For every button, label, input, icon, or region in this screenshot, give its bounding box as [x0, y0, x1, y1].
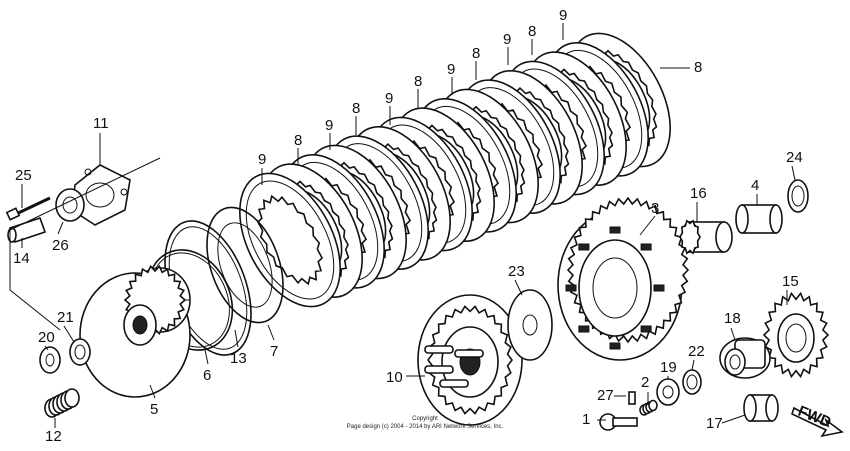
part-15-gear	[762, 291, 830, 379]
part-label-25: 25	[15, 167, 32, 184]
part-22-washer	[682, 369, 702, 395]
part-1-bolt	[599, 413, 638, 431]
part-label-9e: 9	[503, 31, 511, 48]
part-label-8c: 8	[414, 73, 422, 90]
leader-frame	[9, 157, 161, 331]
fwd-label: FWD	[796, 403, 834, 432]
part-19-nut	[656, 378, 680, 406]
part-18-unit	[719, 337, 771, 379]
part-14-rod	[7, 216, 47, 244]
part-label-9b: 9	[325, 117, 333, 134]
friction-disc	[239, 172, 341, 308]
part-20-bearing	[39, 346, 61, 374]
clutch-plate-stack	[239, 32, 671, 308]
part-label-26: 26	[52, 237, 69, 254]
part-label-6: 6	[203, 367, 211, 384]
part-label-7: 7	[270, 343, 278, 360]
part-label-22: 22	[688, 343, 705, 360]
part-label-10: 10	[386, 369, 403, 386]
part-3-clutch-outer	[557, 196, 690, 361]
part-label-24: 24	[786, 149, 803, 166]
part-label-23: 23	[508, 263, 525, 280]
part-2-spring	[639, 399, 658, 416]
part-label-9f: 9	[559, 7, 567, 24]
part-label-11: 11	[93, 115, 109, 132]
part-12-spring	[44, 388, 80, 418]
part-17-collar	[743, 394, 779, 422]
part-label-8e: 8	[528, 23, 536, 40]
part-label-17: 17	[706, 415, 723, 432]
part-10-clutch-center	[417, 294, 523, 426]
part-number-labels: 1 2 3 4 5 6 7 8 8 8 8 8 8 8 8 9 9 9 9 9 …	[13, 7, 803, 445]
part-5-pressure-plate	[79, 264, 191, 398]
part-label-3: 3	[651, 200, 659, 217]
part-label-5: 5	[150, 401, 158, 418]
part-label-8d: 8	[472, 45, 480, 62]
part-label-14: 14	[13, 250, 30, 267]
part-16-guide	[679, 219, 733, 255]
part-label-2: 2	[641, 374, 649, 391]
part-label-12: 12	[45, 428, 62, 445]
part-24-washer	[787, 179, 809, 213]
fwd-arrow: FWD	[791, 403, 844, 438]
copyright-line-1: Copyright	[412, 416, 438, 422]
part-label-16: 16	[690, 185, 707, 202]
part-label-9c: 9	[385, 90, 393, 107]
part-25-bolt	[5, 196, 51, 221]
part-21-washer	[69, 338, 91, 366]
part-label-18: 18	[724, 310, 741, 327]
part-7-plate	[206, 206, 284, 324]
part-label-8a: 8	[294, 132, 302, 149]
part-label-27: 27	[597, 387, 614, 404]
part-27-pin	[628, 391, 636, 405]
part-label-9a: 9	[258, 151, 266, 168]
part-label-4: 4	[751, 177, 759, 194]
part-26-bearing	[55, 188, 85, 222]
leader-lines	[21, 23, 796, 428]
part-label-8b: 8	[352, 100, 360, 117]
part-label-13: 13	[230, 350, 247, 367]
part-label-15: 15	[782, 273, 799, 290]
part-23-washer	[507, 289, 553, 361]
part-4-bushing	[735, 204, 783, 234]
part-label-8g: 8	[694, 59, 702, 76]
part-label-20: 20	[38, 329, 55, 346]
part-label-9d: 9	[447, 61, 455, 78]
part-label-19: 19	[660, 359, 677, 376]
copyright-line-2: Page design (c) 2004 - 2014 by ARI Netwo…	[347, 424, 504, 430]
part-label-21: 21	[57, 309, 74, 326]
part-label-1: 1	[582, 411, 590, 428]
